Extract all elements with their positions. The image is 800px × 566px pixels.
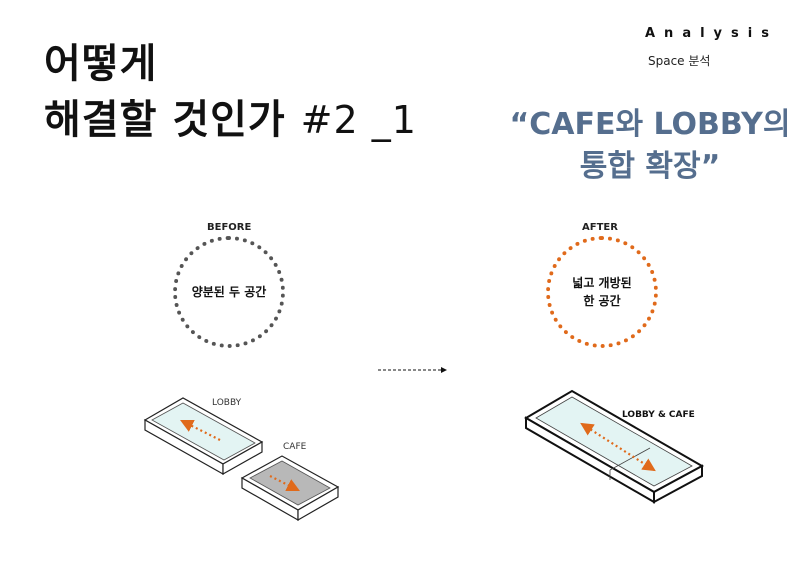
merged-flow-arrow [580,422,656,472]
before-circle-text: 양분된 두 공간 [191,285,267,299]
lobby-label: LOBBY [212,398,242,408]
cafe-label: CAFE [283,442,307,452]
lobby-flow-arrow [180,420,221,441]
cafe-box [240,455,340,522]
title-line-1: 어떻게 [44,41,158,87]
quote-line-1: “CAFE와 LOBBY의 [509,107,791,142]
merged-box [524,389,705,504]
title-number: #2 _1 [300,98,417,142]
lobby-box [143,397,264,476]
title-line-2-text: 해결할 것인가 [44,97,286,143]
after-circle-line-2: 한 공간 [583,294,621,308]
after-circle-line-1: 넓고 개방된 [572,276,632,290]
merged-label: LOBBY & CAFE [622,410,695,420]
section-label-ko: Space 분석 [648,54,711,68]
cafe-flow-arrow [269,475,300,491]
quote-line-2: 통합 확장” [579,149,721,184]
after-circle: 넓고 개방된 한 공간 [546,236,658,348]
title-line-2: 해결할 것인가 #2 _1 [44,92,417,148]
before-circle: 양분된 두 공간 [173,236,285,348]
after-label: AFTER [582,222,618,233]
headline-quote: “CAFE와 LOBBY의 통합 확장” [500,104,800,188]
before-label: BEFORE [207,222,252,233]
page-title: 어떻게 해결할 것인가 #2 _1 [44,36,417,148]
section-label-en: Analysis [645,26,778,41]
